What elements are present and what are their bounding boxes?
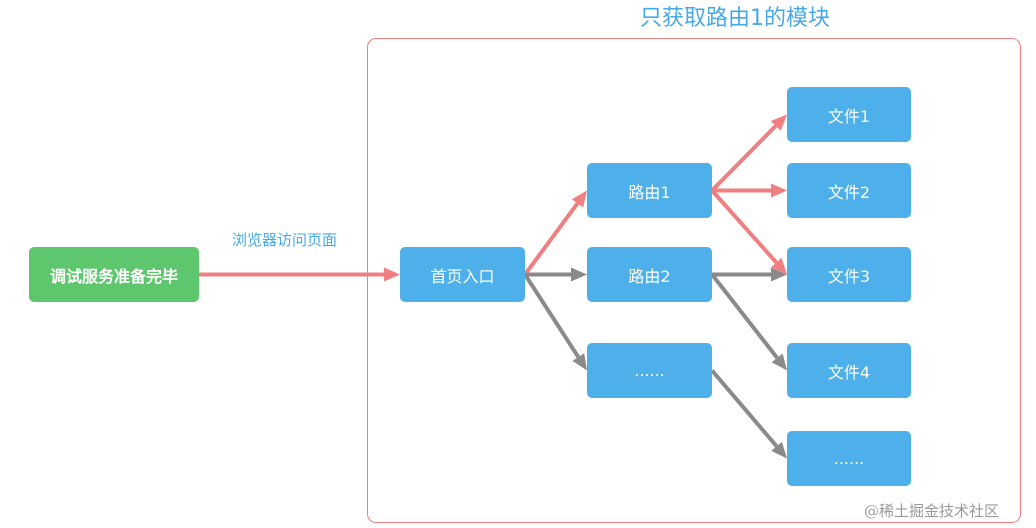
node-file1: 文件1 xyxy=(787,87,911,142)
edge-line xyxy=(523,273,580,359)
edge-line xyxy=(523,202,580,276)
edge-route_more-to-file_more xyxy=(710,369,787,459)
arrowhead-icon xyxy=(771,257,787,275)
arrowhead-icon xyxy=(771,183,787,198)
browser-visit-label: 浏览器访问页面 xyxy=(232,231,338,249)
arrowhead-icon xyxy=(384,267,400,282)
node-file-more: ...... xyxy=(787,431,911,486)
arrowhead-icon xyxy=(571,190,587,208)
edge-route1-to-file1 xyxy=(710,114,787,192)
edge-route1-to-file2 xyxy=(712,183,787,198)
edge-line xyxy=(710,189,778,264)
edge-debug_ready-to-home_entry xyxy=(199,267,400,282)
route1-module-frame xyxy=(367,38,1021,523)
edge-route2-to-file4 xyxy=(710,273,787,371)
node-file3: 文件3 xyxy=(787,247,911,302)
node-file4: 文件4 xyxy=(787,343,911,398)
arrowhead-icon xyxy=(770,114,787,131)
node-route-more: ...... xyxy=(587,343,712,398)
node-debug-ready: 调试服务准备完毕 xyxy=(29,247,199,302)
edge-line xyxy=(710,273,779,360)
edge-line xyxy=(710,369,779,448)
edge-home_entry-to-route2 xyxy=(525,267,587,282)
arrowhead-icon xyxy=(771,353,787,371)
watermark: @稀土掘金技术社区 xyxy=(864,502,1000,520)
edge-home_entry-to-route1 xyxy=(523,190,587,276)
node-route2: 路由2 xyxy=(587,247,712,302)
arrowhead-icon xyxy=(771,441,787,459)
arrowhead-icon xyxy=(572,353,587,371)
arrowhead-icon xyxy=(771,267,787,282)
edge-route2-to-file3 xyxy=(712,267,787,282)
node-home-entry: 首页入口 xyxy=(400,247,525,302)
edge-line xyxy=(710,124,778,192)
node-route1: 路由1 xyxy=(587,163,712,218)
edge-home_entry-to-route_more xyxy=(523,273,587,371)
arrowhead-icon xyxy=(571,267,587,282)
node-file2: 文件2 xyxy=(787,163,911,218)
edge-route1-to-file3 xyxy=(710,189,787,275)
frame-title: 只获取路由1的模块 xyxy=(640,6,830,31)
